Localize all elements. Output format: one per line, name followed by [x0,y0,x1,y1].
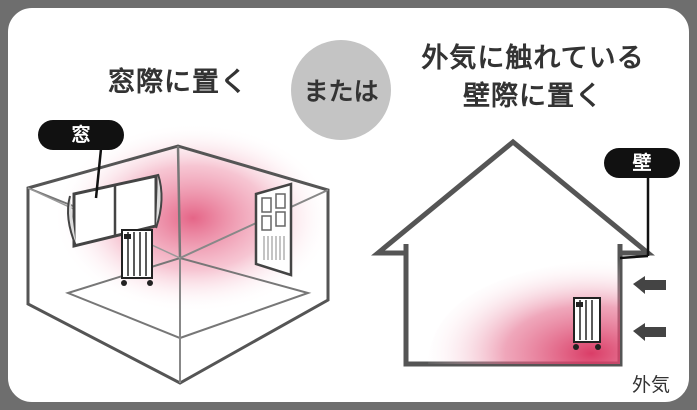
room-illustration [26,123,333,385]
illustration-frame: 窓際に置く または 外気に触れている 壁際に置く 窓 壁 外気 [6,6,691,404]
window-label: 窓 [38,120,124,150]
oil-heater-icon [121,229,153,286]
option-window-title: 窓際に置く [108,67,248,98]
oil-heater-icon-house [573,297,601,350]
wall-label: 壁 [604,148,680,178]
option-wall-line2: 壁際に置く [463,81,603,112]
connector-text: または [303,77,379,106]
option-wall-title: 外気に触れている 壁際に置く [398,40,668,116]
scene-illustration [26,123,666,385]
outside-air-arrow-icon [633,276,666,341]
option-wall-line1: 外気に触れている [421,43,645,74]
outside-air-label: 外気 [632,374,671,396]
window-icon [67,173,163,248]
door-icon [254,182,293,277]
house-illustration [371,138,666,367]
warm-air-glow-house [428,258,620,364]
or-circle: または [291,40,391,140]
